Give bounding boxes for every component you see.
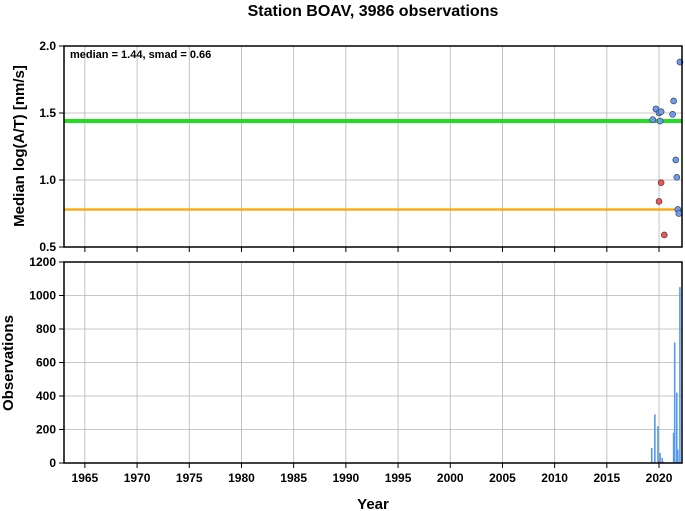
x-tick-label: 1990 <box>333 471 360 485</box>
x-tick-label: 2000 <box>437 471 464 485</box>
observation-bar <box>657 426 659 463</box>
observation-bar <box>659 452 661 463</box>
y-tick-label: 2.0 <box>39 39 56 53</box>
x-tick-label: 2005 <box>489 471 516 485</box>
x-tick-label: 1995 <box>385 471 412 485</box>
data-point <box>660 231 668 239</box>
y-tick-label: 1200 <box>29 255 56 269</box>
top-frame <box>63 45 683 248</box>
y-tick-label: 1.5 <box>39 106 56 120</box>
top-y-axis-label: Median log(A/T) [nm/s] <box>11 65 28 227</box>
data-point <box>669 111 676 118</box>
x-tick-label: 2015 <box>593 471 620 485</box>
data-point <box>655 198 663 205</box>
y-tick-label: 0.5 <box>39 240 56 254</box>
y-tick-label: 1.0 <box>39 173 56 187</box>
top-plot-area <box>64 46 682 247</box>
y-tick-label: 400 <box>36 389 56 403</box>
x-tick-label: 1970 <box>124 471 151 485</box>
data-point <box>673 174 681 181</box>
observation-bar <box>650 447 653 463</box>
observation-bar <box>654 414 656 463</box>
x-tick-label: 2010 <box>541 471 568 485</box>
bottom-bars <box>650 287 681 463</box>
data-point <box>675 210 683 217</box>
chart-title: Station BOAV, 3986 observations <box>248 3 499 20</box>
x-tick-label: 1975 <box>176 471 203 485</box>
x-axis-label: Year <box>357 496 389 511</box>
y-tick-label: 0 <box>49 456 56 470</box>
observation-bar <box>673 342 676 463</box>
top-points <box>649 58 684 239</box>
data-point <box>657 108 665 115</box>
x-tick-label: 1985 <box>280 471 307 485</box>
top-reference-lines <box>64 119 682 211</box>
data-point <box>649 116 657 123</box>
data-point <box>670 97 677 105</box>
observation-bar <box>679 287 681 463</box>
x-tick-label: 1980 <box>228 471 255 485</box>
data-point <box>657 179 665 186</box>
top-panel: 0.51.01.52.0 median = 1.44, smad = 0.66 … <box>11 39 684 254</box>
x-tick-label: 2020 <box>646 471 673 485</box>
observation-bar <box>672 432 675 463</box>
stats-annotation: median = 1.44, smad = 0.66 <box>70 49 211 61</box>
data-point <box>656 117 664 125</box>
y-tick-label: 600 <box>36 356 56 370</box>
observation-bar <box>661 457 663 463</box>
y-tick-label: 800 <box>36 322 56 336</box>
y-tick-label: 200 <box>36 423 56 437</box>
observation-bar <box>658 460 660 463</box>
observation-bar <box>675 392 678 463</box>
bottom-y-axis-label: Observations <box>0 315 17 411</box>
top-ticks: 0.5 1.0 1.5 2.0 <box>39 39 660 254</box>
data-point <box>672 156 680 164</box>
observation-bar <box>677 449 679 463</box>
y-tick-label: 1000 <box>29 289 56 303</box>
x-tick-label: 1965 <box>72 471 99 485</box>
